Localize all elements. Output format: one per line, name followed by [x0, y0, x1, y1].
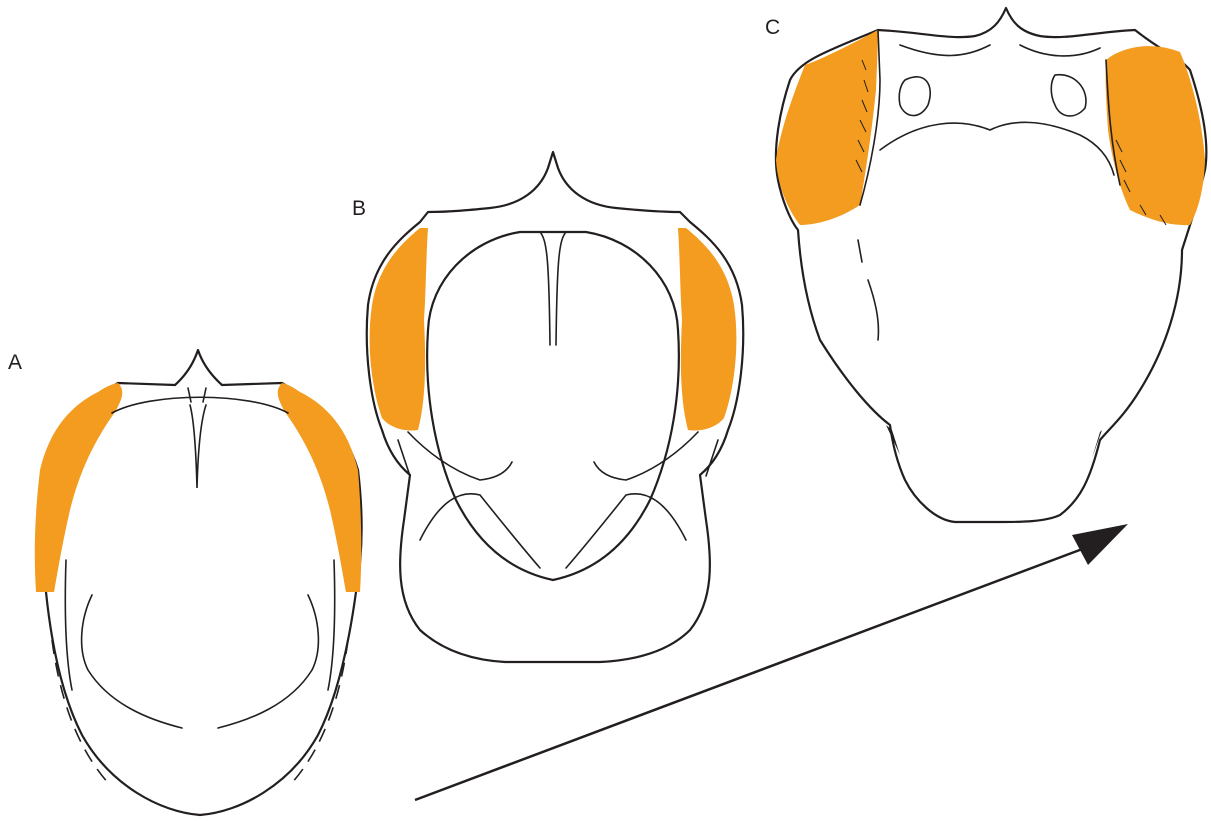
- condyle-left-c: [899, 77, 930, 116]
- panel-label-b: B: [352, 197, 366, 220]
- midline-a: [190, 405, 206, 488]
- lower-arch-right-a: [218, 595, 318, 728]
- arrow-head: [1072, 524, 1128, 565]
- brain-case-arch-a: [112, 397, 288, 413]
- panel-b: B: [352, 152, 743, 662]
- brain-case-c: [880, 122, 1114, 175]
- lower-arch-left-b: [420, 494, 540, 568]
- temporal-fenestra-left-b: [370, 228, 428, 431]
- panel-label-a: A: [8, 351, 22, 374]
- panel-c: C: [765, 8, 1206, 522]
- temporal-fenestra-left-a: [35, 383, 122, 592]
- ridge-left-a: [188, 388, 191, 402]
- arrow-shaft: [415, 548, 1085, 800]
- midline-b: [540, 232, 566, 345]
- inner-jaw-left-a: [65, 560, 72, 690]
- panel-a: A: [8, 350, 362, 815]
- lower-arch-right-b: [566, 494, 686, 568]
- panel-label-c: C: [765, 16, 780, 39]
- temporal-fenestra-right-b: [678, 228, 736, 431]
- ridge-right-a: [203, 388, 206, 402]
- occipital-ridge-c: [900, 45, 1100, 56]
- temporal-fenestra-right-a: [278, 383, 362, 592]
- jaw-right-b: [594, 432, 698, 480]
- condyle-right-c: [1051, 75, 1086, 116]
- palate-marks-c: [858, 240, 878, 340]
- jaw-left-b: [408, 432, 512, 480]
- lower-arch-left-a: [82, 595, 182, 728]
- brain-case-b: [427, 232, 679, 580]
- nuchal-crest-c: [860, 30, 1120, 205]
- notch-left-c: [886, 425, 900, 455]
- inner-jaw-right-a: [328, 560, 335, 690]
- side-line-left-b: [398, 440, 718, 476]
